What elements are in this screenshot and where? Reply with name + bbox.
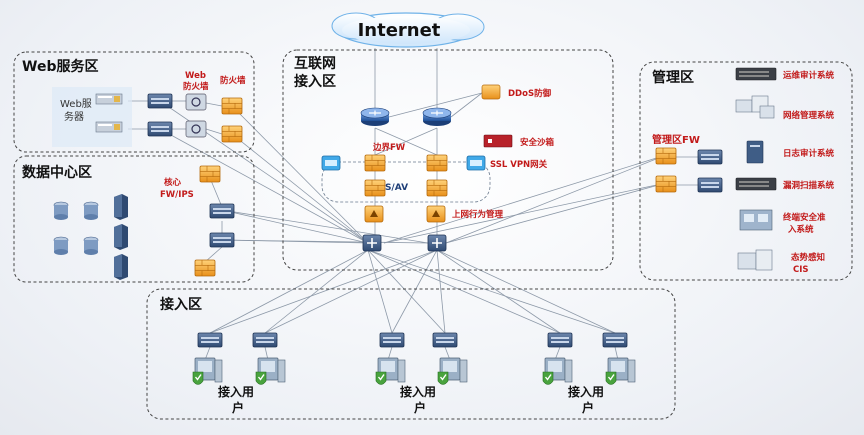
core-firewall-icon: [199, 165, 221, 183]
internet-label: Internet: [358, 20, 441, 41]
waf-label-line2: 防火墙: [183, 81, 209, 92]
server-tower-icon: [114, 254, 128, 280]
security-cluster-outline: [321, 161, 491, 203]
ssl-vpn-label: SSL VPN网关: [490, 159, 548, 170]
access-zone-title: 接入区: [160, 296, 202, 313]
waf-icon: [185, 93, 207, 111]
access-user-label-line1: 接入用: [400, 384, 436, 399]
mgmt-firewall-icon: [655, 147, 677, 165]
server-tower-icon: [114, 194, 128, 220]
user-terminal-icon: [542, 357, 573, 386]
storage-icon: [83, 201, 99, 221]
log-server-icon: [746, 140, 764, 164]
access-user-label-line1: 接入用: [218, 384, 254, 399]
internet-zone-title-line1: 互联网: [294, 56, 336, 72]
mgmt-item-label: 运维审计系统: [783, 70, 835, 81]
vpn-gateway-icon: [321, 155, 341, 171]
dc-firewall-icon: [194, 259, 216, 277]
web-server-label-line1: Web服: [60, 98, 92, 110]
access-user-label-line2: 户: [414, 400, 426, 415]
management-zone-box: [639, 61, 853, 281]
mgmt-item-label-line1: 终端安全准: [782, 212, 826, 223]
sandbox-icon: [483, 134, 513, 148]
access-switch-icon: [602, 332, 628, 348]
ddos-icon: [481, 84, 501, 100]
access-user-label-line1: 接入用: [568, 384, 604, 399]
waf-icon: [185, 120, 207, 138]
mgmt-fw-label: 管理区FW: [652, 133, 700, 146]
mgmt-item-label: 漏洞扫描系统: [783, 180, 835, 191]
ips-av-icon: [426, 179, 448, 197]
web-zone-title: Web服务区: [22, 58, 98, 75]
web-switch-icon: [147, 93, 173, 109]
rack-server-icon: [735, 67, 777, 81]
datacenter-zone-box: [13, 155, 255, 283]
web-switch-icon: [147, 121, 173, 137]
border-firewall-icon: [426, 154, 448, 172]
mgmt-switch-icon: [697, 149, 723, 165]
access-user-label-line2: 户: [232, 400, 244, 415]
access-user-label-line2: 户: [582, 400, 594, 415]
access-zone-box: [146, 288, 676, 420]
server-cluster-icon: [735, 95, 775, 119]
sandbox-label: 安全沙箱: [520, 137, 555, 148]
mgmt-switch-icon: [697, 177, 723, 193]
ips-av-icon: [364, 179, 386, 197]
web-firewall-icon: [221, 125, 243, 143]
web-zone-box: [13, 51, 255, 153]
core-fw-label-line1: 核心: [164, 177, 182, 188]
vpn-gateway-icon: [466, 155, 486, 171]
server-tower-icon: [114, 224, 128, 250]
access-switch-icon: [197, 332, 223, 348]
storage-icon: [53, 201, 69, 221]
user-terminal-icon: [437, 357, 468, 386]
mgmt-firewall-icon: [655, 175, 677, 193]
mgmt-item-label: 网络管理系统: [783, 110, 835, 121]
border-fw-label: 边界FW: [372, 142, 406, 153]
core-switch-icon: [362, 234, 382, 252]
behavior-mgmt-label: 上网行为管理: [452, 209, 504, 220]
web-server-icon: [95, 93, 123, 105]
rack-server-icon: [735, 177, 777, 191]
access-switch-icon: [252, 332, 278, 348]
waf-label-line1: Web: [185, 71, 206, 81]
mgmt-item-label-line2: CIS: [793, 265, 809, 275]
router-icon: [422, 107, 452, 127]
user-terminal-icon: [605, 357, 636, 386]
mgmt-item-label-line2: 入系统: [787, 224, 814, 235]
ips-av-label: IPS/AV: [375, 183, 408, 193]
behavior-mgmt-icon: [426, 205, 446, 223]
behavior-mgmt-icon: [364, 205, 384, 223]
user-terminal-icon: [375, 357, 406, 386]
border-firewall-icon: [364, 154, 386, 172]
core-switch-icon: [427, 234, 447, 252]
access-switch-icon: [547, 332, 573, 348]
internet-cloud-icon: [331, 12, 485, 48]
ddos-label: DDoS防御: [508, 88, 552, 99]
situational-awareness-icon: [737, 249, 773, 271]
user-terminal-icon: [192, 357, 223, 386]
storage-icon: [83, 236, 99, 256]
dc-switch-icon: [209, 232, 235, 248]
endpoint-security-icon: [739, 209, 773, 231]
datacenter-zone-title: 数据中心区: [22, 164, 92, 181]
web-firewall-label: 防火墙: [220, 75, 246, 86]
mgmt-zone-title: 管理区: [652, 69, 694, 86]
dc-switch-icon: [209, 203, 235, 219]
access-switch-icon: [432, 332, 458, 348]
mgmt-item-label-line1: 态势感知: [791, 252, 825, 263]
user-terminal-icon: [255, 357, 286, 386]
web-firewall-icon: [221, 97, 243, 115]
web-server-label-line2: 务器: [64, 110, 84, 123]
web-server-icon: [95, 121, 123, 133]
core-fw-label-line2: FW/IPS: [160, 190, 194, 200]
storage-icon: [53, 236, 69, 256]
internet-zone-title-line2: 接入区: [294, 73, 336, 90]
internet-access-zone-box: [282, 49, 614, 271]
mgmt-item-label: 日志审计系统: [783, 148, 835, 159]
router-icon: [360, 107, 390, 127]
access-switch-icon: [379, 332, 405, 348]
